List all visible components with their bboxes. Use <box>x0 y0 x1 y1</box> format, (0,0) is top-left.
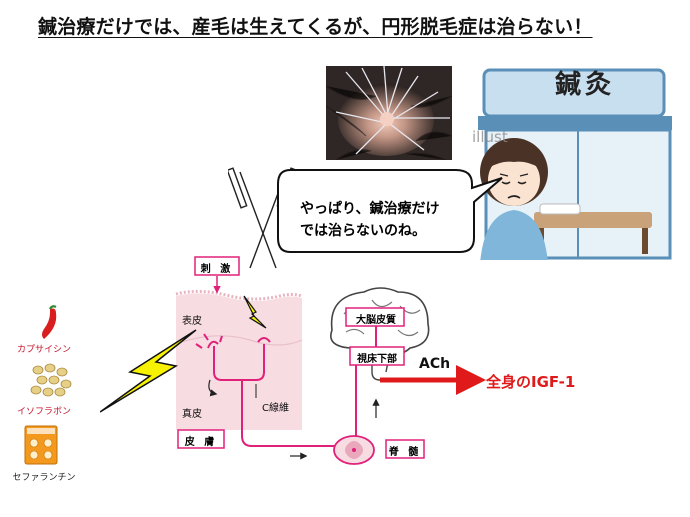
chili-pepper-icon <box>42 305 57 339</box>
c-fiber-label: C線維 <box>262 403 289 414</box>
clinic-sign-text: 鍼灸 <box>554 70 615 100</box>
ach-label: ACh <box>419 356 451 372</box>
speech-line-1: やっぱり、鍼治療だけ <box>300 201 440 217</box>
acupuncture-clinic-illustration <box>478 68 672 260</box>
speech-bubble-text: やっぱり、鍼治療だけ では治らないのね。 <box>300 198 480 242</box>
igf-label: 全身のIGF-1 <box>486 373 576 391</box>
c-fiber-nerves <box>195 333 346 447</box>
spinal-cord-icon <box>333 435 375 465</box>
speech-bubble <box>277 169 503 253</box>
stimulus-label: 刺 激 <box>200 264 234 275</box>
scalp-needles-image <box>326 66 452 160</box>
skin-box <box>177 429 225 449</box>
cepharanthine-label: セファランチン <box>12 473 76 483</box>
isoflavone-label: イソフラボン <box>16 407 71 417</box>
hypothalamus-label: 視床下部 <box>357 354 397 365</box>
clinic-awning <box>478 116 672 130</box>
illust-watermark: illust <box>472 128 508 146</box>
lightning-small-icon <box>243 295 267 329</box>
lightning-large-icon <box>100 329 197 413</box>
acupuncture-scalp-photo <box>326 66 452 160</box>
pill-pack-icon <box>24 425 58 465</box>
page-title: 鍼治療だけでは、産毛は生えてくるが、円形脱毛症は治らない！ <box>38 16 593 38</box>
skin-surface <box>175 289 303 301</box>
spinal-box <box>385 439 425 459</box>
dermis-label: 真皮 <box>182 409 202 420</box>
soybeans-icon <box>30 363 72 397</box>
epidermis-label: 表皮 <box>182 316 202 327</box>
treatment-bed <box>534 212 652 228</box>
spinal-cord-label: 脊 髄 <box>388 447 422 458</box>
speech-line-2: では治らないのね。 <box>300 223 426 239</box>
ascending-pathway <box>355 359 366 436</box>
stimulus-box <box>194 256 240 276</box>
epidermis-dermis-border <box>175 335 303 346</box>
worried-girl-icon <box>480 138 548 260</box>
small-curved-arrow <box>208 379 218 397</box>
skin-block <box>176 293 302 430</box>
cerebral-cortex-label: 大脳皮質 <box>356 315 396 326</box>
capsaicin-label: カプサイシン <box>16 345 71 355</box>
skin-label: 皮 膚 <box>184 437 218 448</box>
mechanism-diagram <box>100 256 486 465</box>
brain-icon <box>330 287 430 381</box>
